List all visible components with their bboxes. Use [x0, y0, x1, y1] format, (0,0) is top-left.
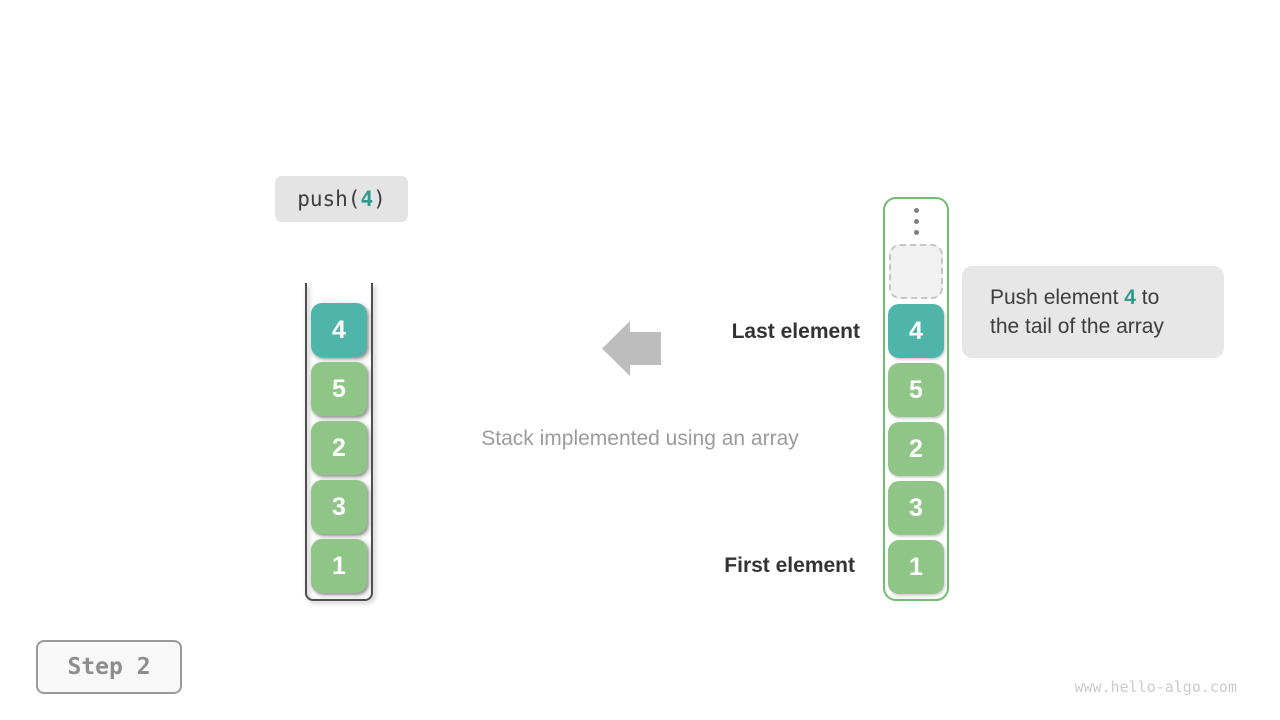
array-cell: 5: [888, 363, 944, 417]
push-value: 4: [360, 187, 374, 211]
array-cell-pushed: 4: [888, 304, 944, 358]
bubble-text: Push element: [990, 286, 1125, 309]
array-cell: 3: [888, 481, 944, 535]
stack-cell: 3: [311, 480, 367, 534]
bubble-line-1: Push element 4 to: [990, 283, 1224, 312]
stack-container: 4 5 2 3 1: [305, 283, 373, 601]
dot: [913, 208, 919, 213]
step-badge: Step 2: [36, 640, 182, 694]
array-cell: 2: [888, 422, 944, 476]
bubble-text: to: [1135, 286, 1160, 309]
first-element-label: First element: [724, 554, 855, 577]
dot: [913, 230, 919, 235]
push-label-prefix: push(: [297, 187, 361, 211]
watermark-url: www.hello-algo.com: [1074, 678, 1237, 696]
bubble-line-2: the tail of the array: [990, 315, 1164, 338]
bubble-value: 4: [1124, 286, 1136, 309]
diagram-caption: Stack implemented using an array: [481, 427, 799, 450]
empty-array-slot: [889, 244, 943, 299]
stack-cell: 5: [311, 362, 367, 416]
array-container: 4 5 2 3 1: [883, 197, 949, 601]
stack-cell-top: 4: [311, 303, 367, 357]
stack-cell: 1: [311, 539, 367, 593]
last-element-label: Last element: [731, 320, 860, 343]
left-arrow-icon: [602, 321, 661, 376]
stack-cell: 2: [311, 421, 367, 475]
push-label-suffix: ): [373, 187, 386, 211]
array-cell: 1: [888, 540, 944, 594]
push-operation-label: push(4): [275, 176, 408, 222]
annotation-bubble: Push element 4 to the tail of the array: [962, 266, 1224, 358]
ellipsis-icon: [913, 208, 919, 235]
dot: [913, 219, 919, 224]
